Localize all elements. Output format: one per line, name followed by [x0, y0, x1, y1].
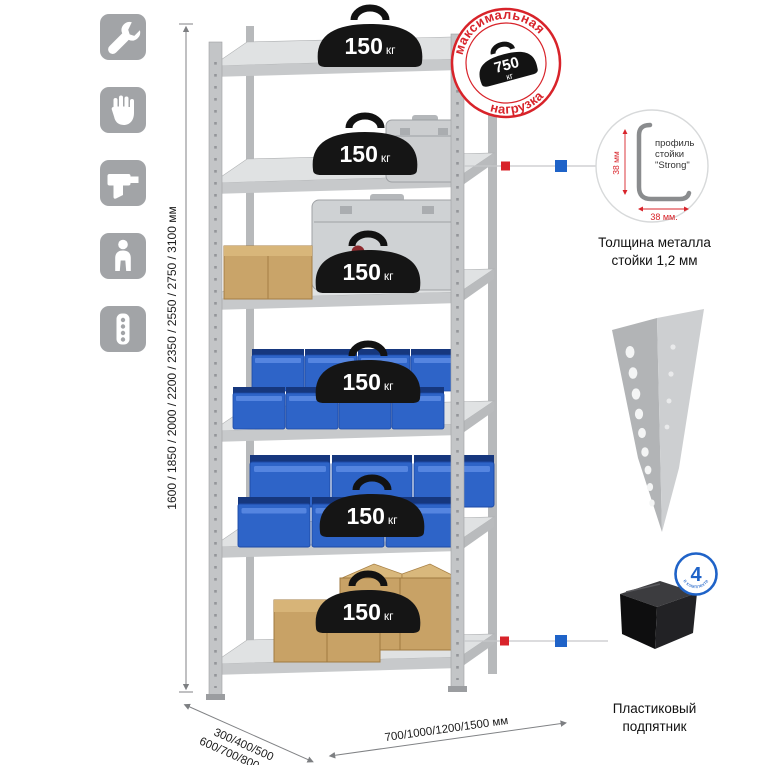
profile-callout-circle: 38 мм 38 мм. профиль стойки "Strong" — [595, 109, 709, 223]
connector-red-square-bottom — [500, 636, 509, 646]
svg-text:38 мм.: 38 мм. — [650, 212, 677, 222]
callout-connector-top — [464, 160, 596, 172]
height-dimension-label: 1600 / 1850 / 2000 / 2200 / 2350 / 2550 … — [165, 206, 179, 509]
drill-icon — [100, 160, 146, 206]
foot-caption: Пластиковый подпятник — [572, 700, 737, 736]
rack-front-post-left — [206, 41, 225, 700]
cardboard-box-small — [223, 245, 313, 300]
connector-blue-square-bottom — [555, 635, 567, 647]
depth-dimension: 300/400/500 600/700/800 мм — [183, 703, 314, 765]
svg-text:профиль: профиль — [655, 138, 694, 149]
rack-front-post-right — [448, 33, 467, 692]
included-count-badge: 4 в комплекте — [674, 552, 718, 596]
svg-text:750: 750 — [492, 54, 521, 77]
post-profile-drawing — [636, 122, 692, 202]
foot-caption-line1: Пластиковый — [612, 701, 697, 716]
callout-connector-bottom — [464, 635, 608, 647]
rack-back-post-right — [488, 18, 497, 674]
feature-icon-column — [100, 14, 146, 352]
svg-text:кг: кг — [505, 70, 514, 81]
profile-caption-line1: Толщина металла — [598, 235, 711, 250]
svg-text:38 мм: 38 мм — [611, 151, 621, 175]
corner-post-image — [612, 309, 704, 532]
profile-caption: Толщина металла стойки 1,2 мм — [572, 234, 737, 270]
svg-text:"Strong": "Strong" — [655, 160, 690, 171]
wrench-icon — [100, 14, 146, 60]
svg-text:стойки: стойки — [655, 149, 684, 160]
svg-text:в комплекте: в комплекте — [682, 578, 711, 590]
svg-text:4: 4 — [690, 564, 702, 586]
stamp-weight-icon: 750 кг — [479, 41, 538, 87]
person-icon — [100, 233, 146, 279]
profile-caption-line2: стойки 1,2 мм — [611, 253, 698, 269]
connector-red-square-top — [501, 161, 510, 171]
glove-icon — [100, 87, 146, 133]
perforated-profile-icon — [100, 306, 146, 352]
foot-caption-line2: подпятник — [622, 719, 687, 735]
width-dimension: 700/1000/1200/1500 мм — [328, 715, 567, 759]
plastic-foot-image — [620, 581, 697, 649]
rack-back-post-left — [246, 26, 254, 662]
height-dimension: 1600 / 1850 / 2000 / 2200 / 2350 / 2550 … — [165, 23, 193, 693]
connector-blue-square-top — [555, 160, 567, 172]
